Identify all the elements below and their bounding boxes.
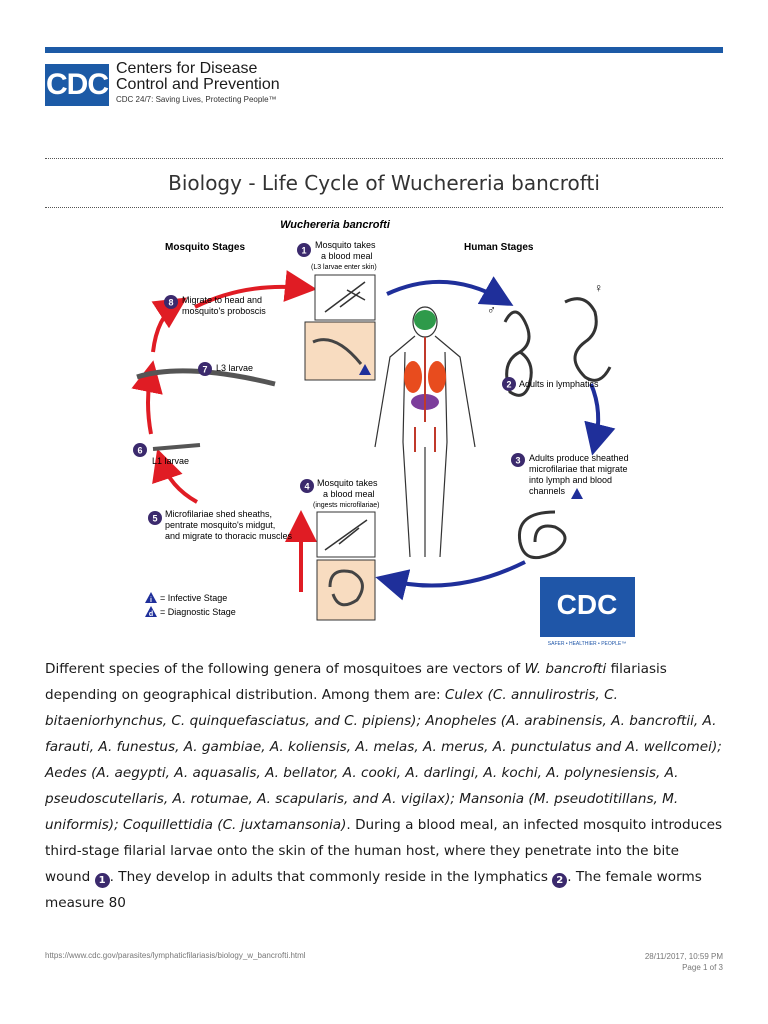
legend-infective-symbol: i	[150, 597, 152, 604]
step-5-label-1: Microfilariae shed sheaths,	[165, 509, 272, 519]
step-8-badge	[164, 295, 178, 309]
step-6-label: L1 larvae	[152, 456, 189, 466]
footer-meta: 28/11/2017, 10:59 PM Page 1 of 3	[645, 951, 723, 973]
divider	[45, 207, 723, 208]
legend-diagnostic-icon	[145, 606, 157, 617]
infective-stage-icon	[359, 364, 371, 375]
step-1-label-1: Mosquito takes	[315, 240, 376, 250]
arrow-3-to-4	[375, 560, 526, 601]
life-cycle-diagram: Wuchereria bancrofti Mosquito Stages Hum…	[131, 219, 635, 647]
lung-right	[428, 361, 446, 393]
step-1-label-2: a blood meal	[321, 251, 373, 261]
arrow-7-to-8	[151, 297, 188, 353]
female-symbol: ♀	[594, 281, 603, 295]
adult-worm-female	[564, 297, 612, 382]
sheathed-microfilaria	[517, 510, 567, 560]
arrow-6-to-7	[131, 360, 163, 435]
step-3-label-3: into lymph and blood	[529, 475, 612, 485]
step-1-sub: (L3 larvae enter skin)	[311, 264, 377, 271]
step-4-number: 4	[304, 482, 309, 492]
step-7-badge	[198, 362, 212, 376]
step-2-number: 2	[506, 380, 511, 390]
l1-larva	[152, 443, 201, 451]
step-7-label: L3 larvae	[216, 363, 253, 373]
brain-organ	[414, 310, 436, 330]
step-4-label-1: Mosquito takes	[317, 478, 378, 488]
header-bar	[45, 47, 723, 53]
legend-infective-label: = Infective Stage	[160, 593, 227, 603]
step-6-number: 6	[137, 446, 142, 456]
step-5-badge	[148, 511, 162, 525]
step-3-badge	[511, 453, 525, 467]
step-6-badge	[133, 443, 147, 457]
cdc-block-text: CDC	[557, 589, 618, 620]
org-tagline: CDC 24/7: Saving Lives, Protecting Peopl…	[116, 95, 277, 104]
org-name-line2: Control and Prevention	[116, 76, 280, 93]
step-8-number: 8	[168, 298, 173, 308]
human-stages-heading: Human Stages	[464, 242, 534, 253]
body-paragraph: Different species of the following gener…	[45, 661, 723, 911]
org-name-line1: Centers for Disease	[116, 60, 258, 77]
step-4-sub: (ingests microfilariae)	[313, 502, 380, 509]
footer-page: Page 1 of 3	[682, 963, 723, 972]
step-4-badge	[300, 479, 314, 493]
arrow-5-to-6	[152, 448, 198, 504]
legend-infective-icon	[145, 592, 157, 603]
lung-left	[404, 361, 422, 393]
cdc-logo[interactable]: CDC	[45, 64, 109, 106]
l3-larva	[136, 368, 276, 387]
legend-diagnostic-symbol: d	[149, 611, 153, 618]
step-8-label-2: mosquito's proboscis	[182, 306, 266, 316]
step-2-marker: 2	[552, 873, 568, 888]
step-7-number: 7	[202, 365, 207, 375]
divider	[45, 158, 723, 159]
diagnostic-stage-icon	[571, 488, 583, 499]
step-8-label-1: Migrate to head and	[182, 295, 262, 305]
step-1-number: 1	[301, 246, 306, 256]
arrow-1-to-2	[386, 276, 514, 306]
cdc-block-logo	[540, 577, 635, 637]
step-3-number: 3	[515, 456, 520, 466]
step-3-label-1: Adults produce sheathed	[529, 453, 629, 463]
arrow-8-to-1	[194, 270, 317, 309]
cdc-block-tag: SAFER • HEALTHIER • PEOPLE™	[548, 641, 626, 647]
mosquito-stages-heading: Mosquito Stages	[165, 242, 245, 253]
step-5-label-2: pentrate mosquito's midgut,	[165, 520, 275, 530]
figure-title: Wuchereria bancrofti	[280, 219, 391, 231]
body-text: Different species of the following gener…	[45, 656, 727, 916]
arrow-2-to-3	[584, 383, 616, 456]
org-name: Centers for Disease Control and Preventi…	[116, 61, 280, 93]
step-2-badge	[502, 377, 516, 391]
step-5-label-3: and migrate to thoracic muscles	[165, 531, 293, 541]
step-1-badge	[297, 243, 311, 257]
step-5-number: 5	[152, 514, 157, 524]
step-3-label-2: microfilariae that migrate	[529, 464, 628, 474]
microfilaria-inset	[316, 559, 376, 621]
adult-worm-male	[503, 310, 533, 397]
footer-date: 28/11/2017, 10:59 PM	[644, 952, 723, 961]
footer-url[interactable]: https://www.cdc.gov/parasites/lymphaticf…	[45, 951, 306, 960]
page-title: Biology - Life Cycle of Wuchereria bancr…	[168, 171, 600, 195]
step-3-label-4: channels	[529, 486, 566, 496]
step-2-label: Adults in lymphatics	[519, 379, 599, 389]
step-1-marker: 1	[94, 873, 110, 888]
male-symbol: ♂	[487, 303, 496, 317]
legend-diagnostic-label: = Diagnostic Stage	[160, 607, 236, 617]
step-4-label-2: a blood meal	[323, 489, 375, 499]
human-body-figure	[374, 306, 476, 558]
